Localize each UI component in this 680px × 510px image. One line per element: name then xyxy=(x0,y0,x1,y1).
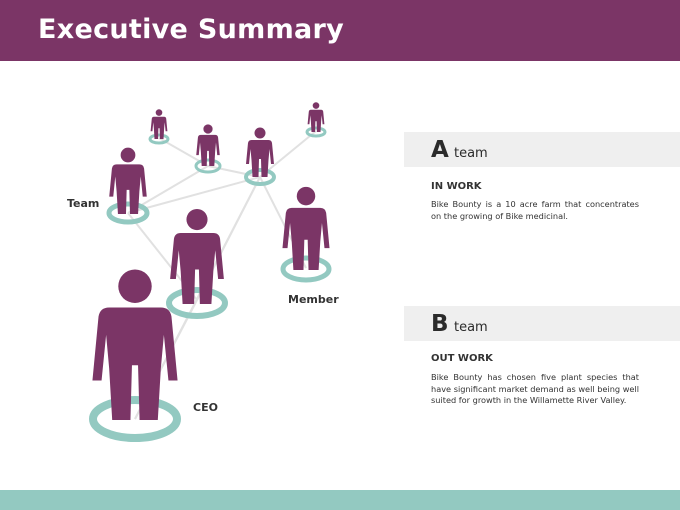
team-b-word: team xyxy=(454,320,488,335)
team-ring-mid xyxy=(244,168,276,186)
ceo-ring xyxy=(89,396,181,442)
in-work-title: IN WORK xyxy=(431,181,482,192)
people-network-diagram xyxy=(89,102,332,442)
team-ring-far-right xyxy=(305,126,327,138)
member-ring xyxy=(280,255,332,283)
out-work-title: OUT WORK xyxy=(431,353,493,364)
ring-bases xyxy=(89,126,332,442)
out-work-text: Bike Bounty has chosen five plant specie… xyxy=(431,372,639,405)
team-ring-far-left xyxy=(148,133,170,145)
in-work-text: Bike Bounty is a 10 acre farm that conce… xyxy=(431,199,639,221)
team-a-letter: A xyxy=(431,137,449,163)
team-b-letter: B xyxy=(431,311,449,337)
team-label: Team xyxy=(67,197,100,210)
team-ring-small xyxy=(194,158,222,174)
member-label: Member xyxy=(288,293,339,306)
team-b-heading: B team xyxy=(404,306,680,341)
manager-ring xyxy=(166,287,228,319)
team-a-heading: A team xyxy=(404,132,680,167)
slide-title: Executive Summary xyxy=(38,14,345,45)
ceo-label: CEO xyxy=(193,401,218,414)
team-ring xyxy=(106,201,150,225)
footer-bar xyxy=(0,490,680,510)
title-bar: Executive Summary xyxy=(0,0,680,61)
team-a-word: team xyxy=(454,146,488,161)
